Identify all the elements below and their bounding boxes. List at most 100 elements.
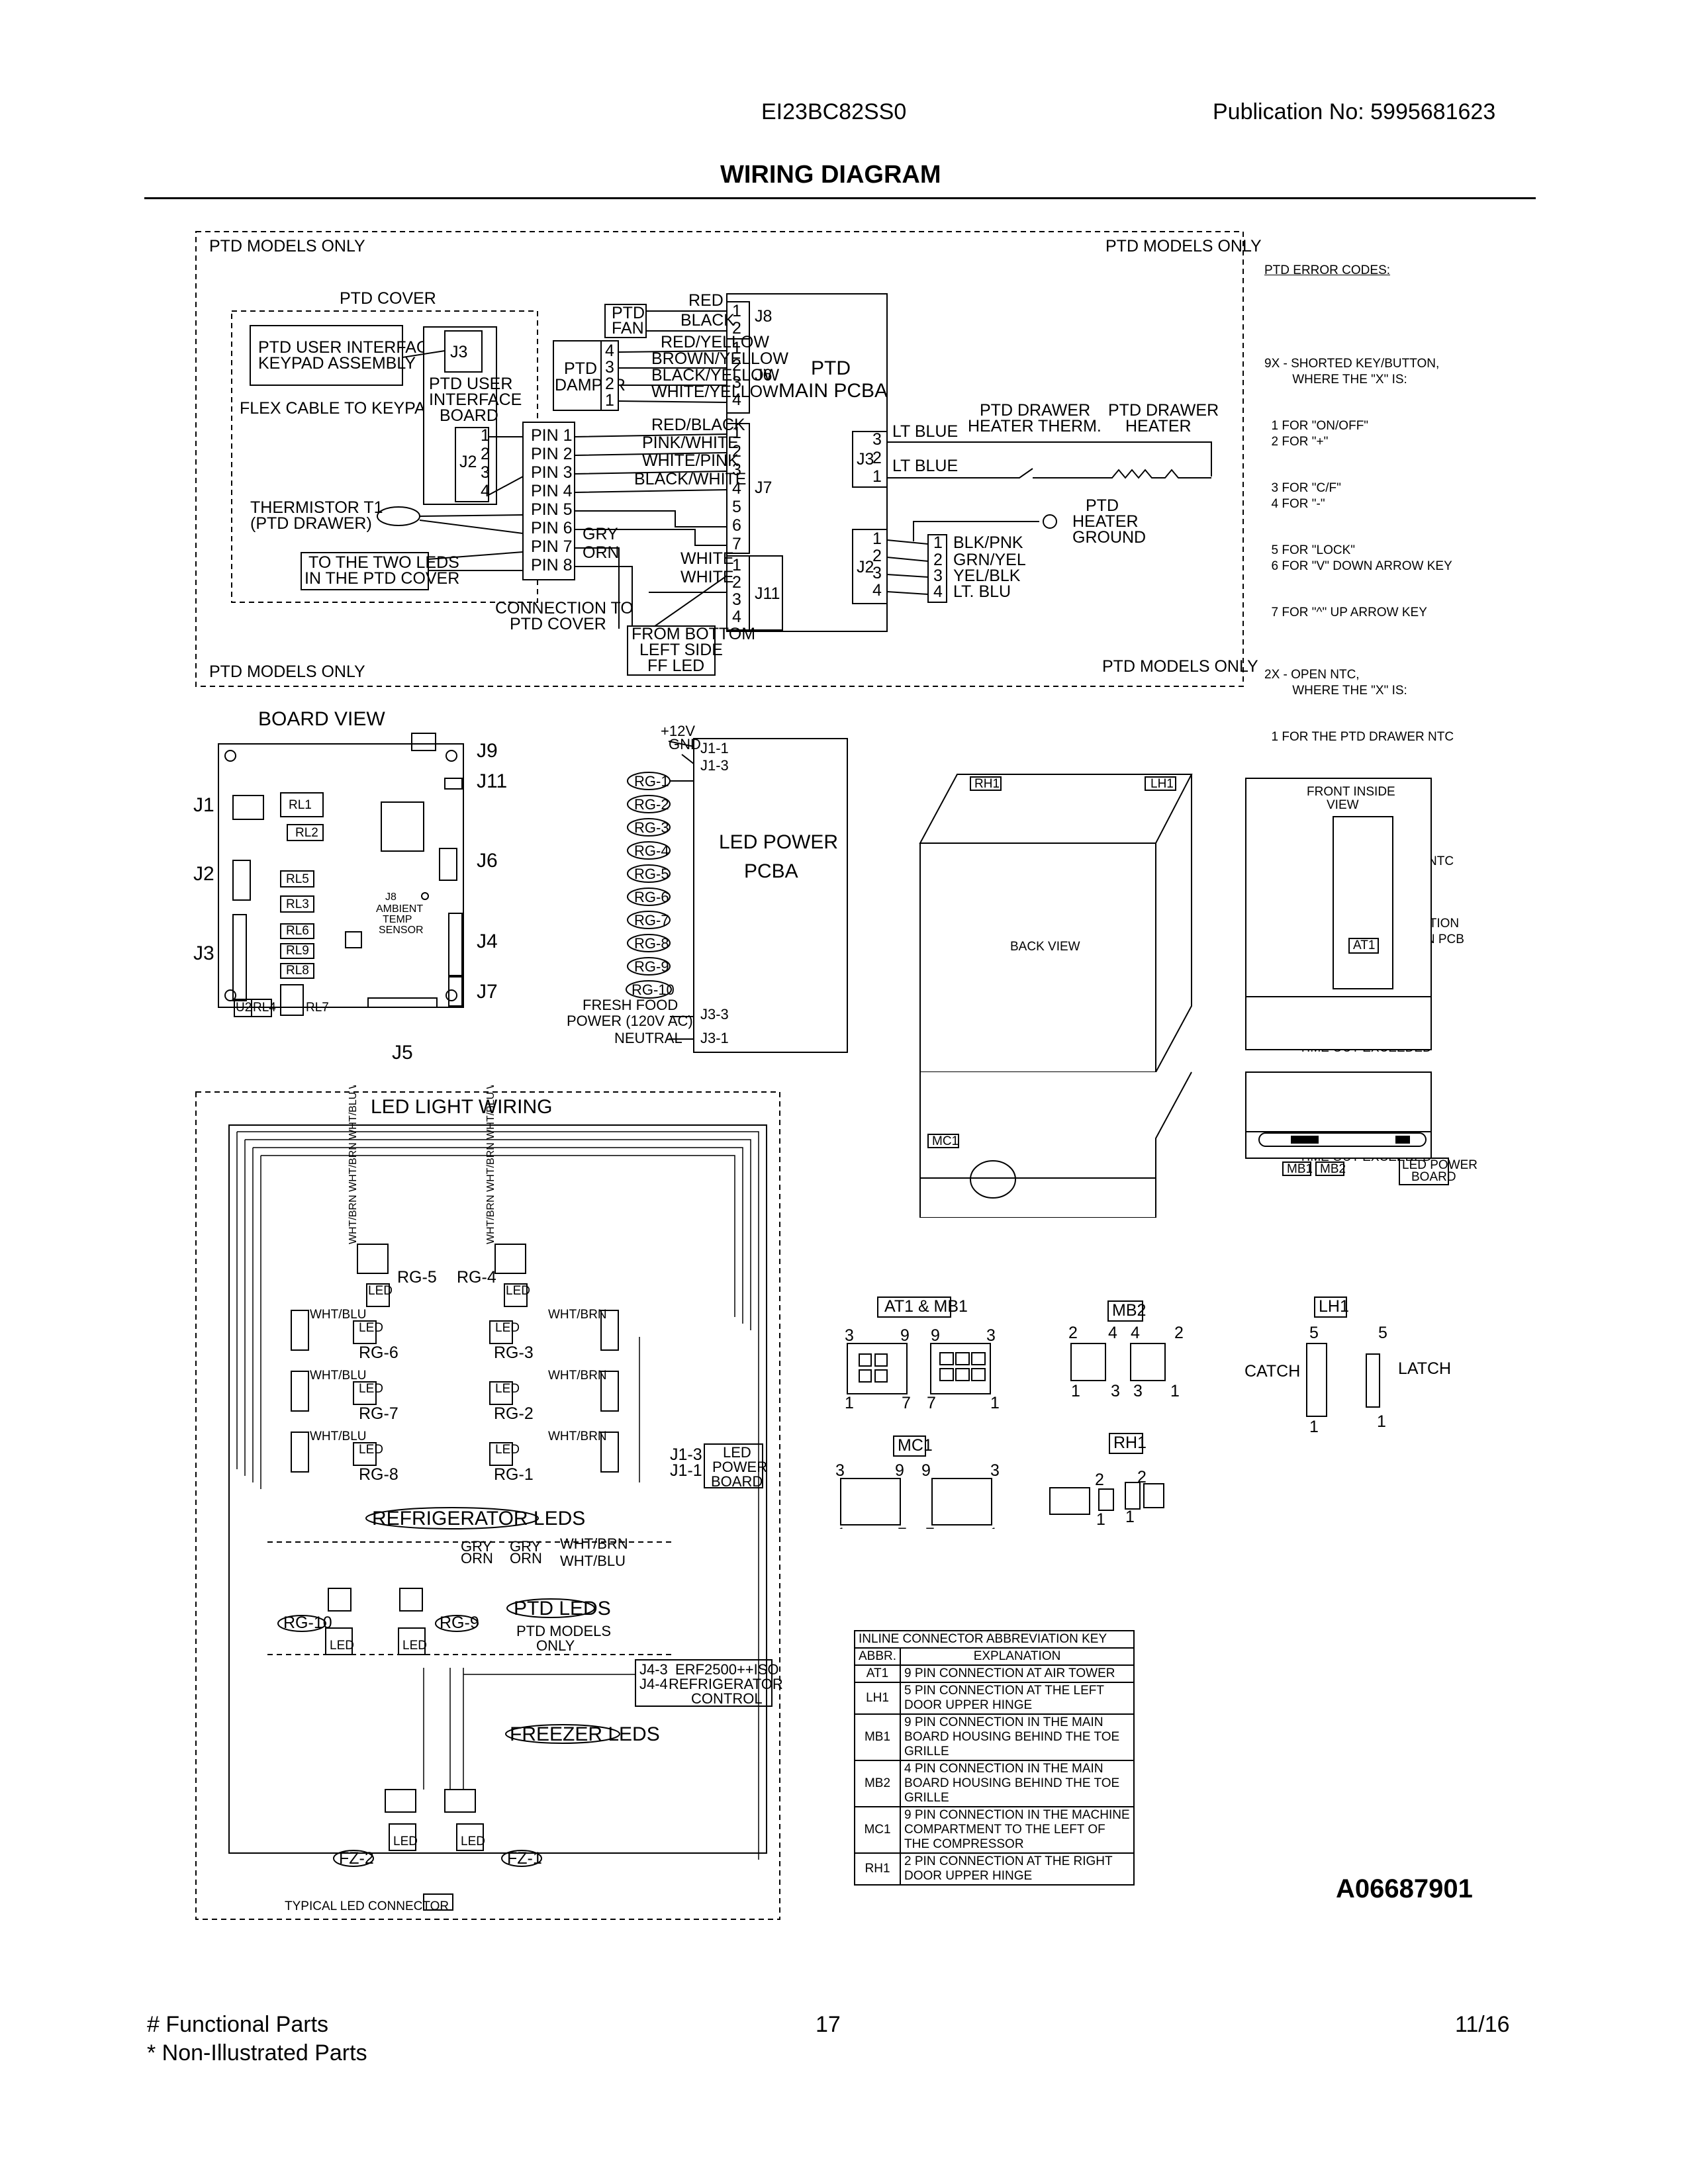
- orn-wire-label: ORN: [583, 543, 620, 562]
- table-header: ABBR.: [853, 1647, 902, 1666]
- j6-bv-label: J6: [477, 850, 498, 872]
- ptd-cover-label: PTD COVER: [340, 289, 436, 308]
- svg-text:PIN 3: PIN 3: [531, 463, 573, 482]
- ptd-models-only-label: PTD MODELS ONLY: [1105, 237, 1262, 255]
- fz-2-label: FZ-2: [339, 1849, 374, 1868]
- front-inside-lower: [1245, 1071, 1432, 1159]
- svg-text:LED: LED: [402, 1639, 427, 1653]
- svg-text:RL2: RL2: [295, 826, 318, 840]
- svg-text:RL8: RL8: [286, 964, 309, 978]
- svg-text:RL5: RL5: [286, 872, 309, 886]
- typical-connector-label: TYPICAL LED CONNECTOR: [285, 1899, 449, 1913]
- svg-text:1: 1: [1377, 1412, 1386, 1431]
- ptd-fan-label-2: FAN: [612, 319, 644, 338]
- j4-bv-label: J4: [477, 931, 498, 952]
- board-views: BOARD VIEW J9 J11 J1 RL1 RL2 J6 J2 RL5 R…: [193, 708, 1432, 1072]
- svg-text:1: 1: [1125, 1508, 1135, 1526]
- rl5: [280, 870, 314, 887]
- j1-bv-label: J1: [193, 794, 214, 816]
- svg-text:RG-5: RG-5: [634, 866, 669, 882]
- rg-3-label: RG-3: [494, 1343, 534, 1362]
- svg-text:LED: LED: [461, 1835, 485, 1848]
- svg-text:LED: LED: [393, 1835, 418, 1848]
- damper-pin-box: [600, 340, 619, 411]
- wire-label: WHT/BRN: [548, 1308, 607, 1322]
- lh1-tag: [1145, 776, 1176, 791]
- rl7: [280, 984, 304, 1016]
- ptd-models-only-1: PTD MODELS: [516, 1623, 611, 1639]
- ptd-damper-box: [553, 340, 610, 411]
- j2-bv-label: J2: [193, 863, 214, 885]
- led-rg-4: [504, 1283, 528, 1307]
- svg-text:LED: LED: [368, 1284, 393, 1298]
- harness-right: [639, 1337, 759, 1860]
- rg-bus: [670, 780, 694, 993]
- svg-text:PIN 1: PIN 1: [531, 426, 573, 445]
- wht-blu-label: WHT/BLU: [560, 1553, 626, 1569]
- ui-board-label-3: BOARD: [440, 406, 498, 425]
- svg-text:LED POWER: LED POWER: [1402, 1158, 1477, 1172]
- led-rg-2: [489, 1381, 513, 1405]
- from-bottom-box: [627, 625, 716, 676]
- svg-text:2: 2: [933, 551, 943, 569]
- svg-text:7: 7: [732, 535, 741, 553]
- fan-wire-red: RED: [688, 291, 724, 310]
- wire-label: WHT/BRN: [548, 1430, 607, 1443]
- svg-text:3: 3: [605, 358, 614, 377]
- ui-keypad-label-1: PTD USER INTERFACE: [258, 338, 440, 357]
- ptd-leds-label: PTD LEDS: [514, 1598, 611, 1619]
- rg-2-label: RG-2: [494, 1404, 534, 1423]
- j6-bv-connector: [439, 848, 457, 881]
- svg-text:4: 4: [1131, 1324, 1140, 1342]
- ptd-damper-label-1: PTD: [564, 359, 597, 378]
- j2-main-label: J2: [857, 558, 874, 576]
- svg-text:2: 2: [732, 319, 741, 338]
- svg-text:4: 4: [872, 581, 882, 600]
- heater-ground-label-2: HEATER: [1072, 512, 1139, 531]
- svg-text:4: 4: [732, 390, 741, 409]
- rl3: [280, 895, 314, 913]
- j8-label: J8: [755, 307, 772, 326]
- svg-text:BOARD: BOARD: [1411, 1170, 1456, 1184]
- damper-wire-3: BLACK/YELLOW: [651, 366, 780, 385]
- ptd-cover-border: [231, 310, 538, 603]
- orn-2: ORN: [510, 1550, 542, 1567]
- j2-wire-2: GRN/YEL: [953, 551, 1026, 569]
- svg-text:3: 3: [1133, 1382, 1143, 1400]
- rg-9-label: RG-9: [440, 1614, 479, 1632]
- publication-number: Publication No: 5995681623: [1213, 99, 1496, 124]
- svg-text:BOARD: BOARD: [711, 1473, 763, 1490]
- svg-text:RG-1: RG-1: [634, 773, 669, 790]
- j9-connector: [411, 733, 436, 751]
- rl8: [280, 963, 314, 979]
- j7-wires-bottom: [575, 510, 727, 546]
- svg-text:2: 2: [481, 445, 490, 463]
- svg-text:2: 2: [732, 442, 741, 461]
- mc1-tag: [893, 1435, 926, 1457]
- freezer-leds-label: FREEZER LEDS: [510, 1723, 660, 1745]
- ptd-fan-label-1: PTD: [612, 304, 645, 322]
- flex-cable-wire: [402, 350, 445, 358]
- svg-text:REFRIGERATOR: REFRIGERATOR: [669, 1676, 783, 1692]
- led-power-label-1: LED POWER: [719, 831, 838, 853]
- svg-text:1: 1: [1096, 1510, 1105, 1529]
- wht-brn-label: WHT/BRN: [560, 1535, 628, 1552]
- svg-text:LED: LED: [495, 1443, 520, 1457]
- j11-tab: [749, 555, 783, 631]
- svg-text:MB1: MB1: [1287, 1162, 1313, 1176]
- led-wiring-frame: [228, 1124, 767, 1854]
- abbreviation-key-table: INLINE CONNECTOR ABBREVIATION KEY ABBR.E…: [853, 1630, 1135, 1886]
- page-number: 17: [816, 2012, 841, 2037]
- svg-text:4: 4: [1108, 1324, 1117, 1342]
- led-power-board-box: [704, 1443, 763, 1488]
- wire-label: WHT/BLU: [310, 1369, 367, 1383]
- j2-ui-label: J2: [459, 453, 477, 471]
- svg-text:1: 1: [481, 426, 490, 445]
- rh1-tag: [970, 776, 1002, 791]
- svg-text:4: 4: [481, 482, 490, 500]
- j3-bv-connector: [232, 914, 247, 1001]
